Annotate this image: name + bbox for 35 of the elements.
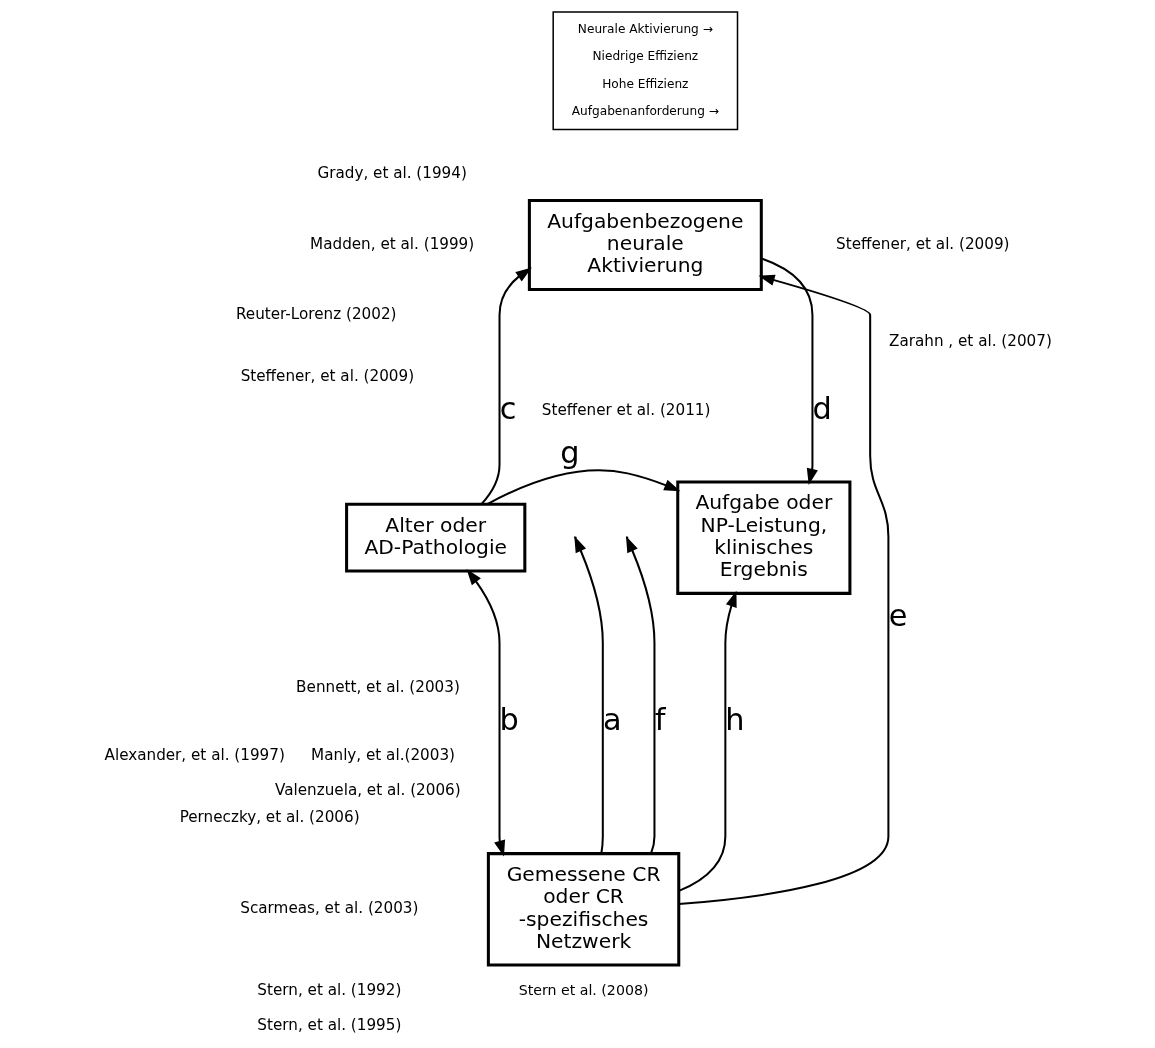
edge-label: e (888, 597, 907, 633)
label: Manly, et al.(2003) (310, 745, 455, 764)
node-box: Aufgabenbezogene neurale Aktivierung (527, 198, 763, 292)
node-box: Neurale Aktivierung → Niedrige Effizienz Hohe Effizienz Aufgabenanforderung → (551, 11, 738, 131)
label: Grady, et al. (1994) (316, 163, 467, 182)
label: Steffener, et al. (2009) (240, 367, 414, 386)
label: Scarmeas, et al. (2003) (239, 898, 418, 917)
arrow (480, 267, 532, 505)
edge-label: b (498, 702, 519, 738)
label: Steffener, et al. (2009) (835, 234, 1010, 253)
label: Reuter-Lorenz (2002) (235, 305, 396, 324)
node-box: Alter oder AD-Pathologie (344, 502, 526, 573)
label: Alexander, et al. (1997) (104, 745, 285, 764)
edge-label: a (602, 702, 622, 738)
label: Zarahn , et al. (2007) (888, 331, 1052, 350)
edge-label: g (559, 434, 580, 470)
node-label: Stern et al. (2008) (518, 982, 648, 999)
edge-label: h (724, 702, 745, 738)
label: Bennett, et al. (2003) (295, 678, 460, 697)
label: Perneczky, et al. (2006) (179, 807, 360, 826)
node-box: Aufgabe oder NP-Leistung, klinisches Ergebnis (675, 480, 851, 595)
edge-label: f (654, 702, 665, 738)
arrow (678, 590, 737, 892)
label: Stern, et al. (1995) (256, 1016, 401, 1035)
arrow (678, 274, 889, 906)
label: Stern, et al. (1992) (256, 980, 401, 999)
label: Steffener et al. (2011) (541, 401, 710, 420)
node-box: Gemessene CR oder CR -spezifisches Netzwerk (486, 852, 680, 967)
arrow (760, 257, 818, 485)
label: Valenzuela, et al. (2006) (274, 781, 461, 800)
arrow (486, 469, 680, 505)
arrow (466, 568, 505, 857)
edge-label: c (499, 391, 516, 427)
edge-label: d (811, 391, 832, 427)
label: Madden, et al. (1999) (309, 234, 474, 253)
